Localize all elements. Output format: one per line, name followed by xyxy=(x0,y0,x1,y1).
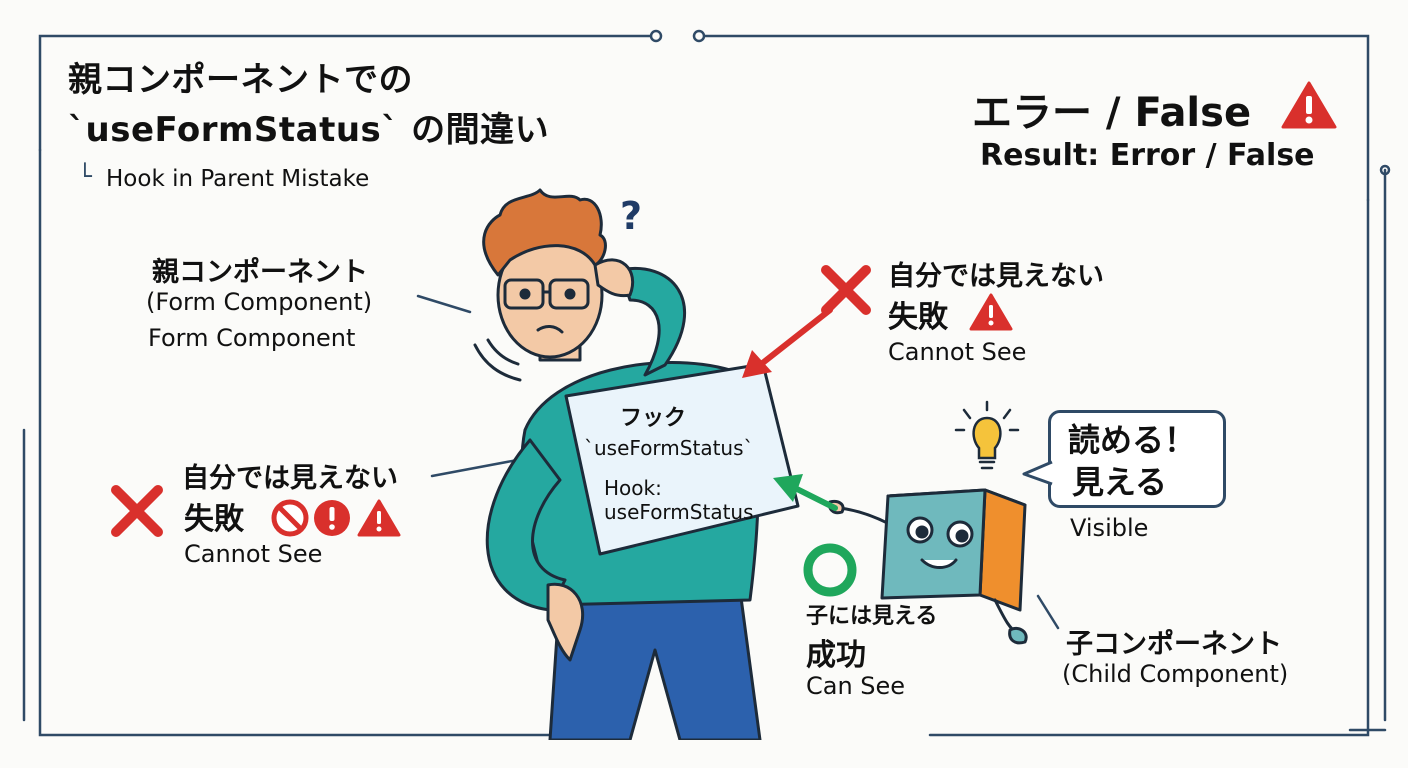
cross-icon xyxy=(111,485,163,537)
parent-label-en-2: Form Component xyxy=(148,324,356,352)
no-entry-icon xyxy=(271,499,309,537)
cross-icon xyxy=(821,265,871,315)
fail-top-line-2: 失敗 xyxy=(888,300,948,335)
fail-top-line-1: 自分では見えない xyxy=(888,261,1104,292)
red-arrow xyxy=(742,307,833,378)
warning-icon xyxy=(1281,81,1337,129)
paper-line-3: Hook: xyxy=(604,476,662,500)
bubble-line-1: 読める！ xyxy=(1068,421,1197,459)
subtitle-prefix: └ xyxy=(78,164,92,190)
fail-top-en: Cannot See xyxy=(888,338,1027,366)
hook-paper xyxy=(564,362,800,556)
warning-icon xyxy=(969,293,1013,331)
lightbulb-icon xyxy=(954,400,1020,470)
question-icon: ? xyxy=(620,194,643,238)
child-label-en: (Child Component) xyxy=(1062,660,1289,688)
title-line-1: 親コンポーネントでの xyxy=(68,60,413,100)
success-en: Can See xyxy=(806,672,906,700)
paper-line-1: フック xyxy=(620,406,687,431)
paper-line-4: useFormStatus xyxy=(604,500,754,524)
exclamation-icon xyxy=(314,500,350,536)
circle-check-icon xyxy=(803,543,857,597)
child-label-jp: 子コンポーネント xyxy=(1066,629,1282,660)
subtitle: Hook in Parent Mistake xyxy=(106,166,370,192)
result-jp: エラー / False xyxy=(972,90,1252,136)
speech-bubble-tail xyxy=(1022,460,1053,486)
fail-left-line-2: 失敗 xyxy=(184,502,244,537)
paper-line-2: `useFormStatus` xyxy=(584,436,754,460)
fail-left-line-1: 自分では見えない xyxy=(182,463,398,494)
bubble-en: Visible xyxy=(1070,514,1149,542)
fail-left-en: Cannot See xyxy=(184,540,323,568)
bubble-line-2: 見える xyxy=(1072,463,1168,501)
result-en: Result: Error / False xyxy=(980,138,1315,173)
warning-icon xyxy=(357,499,401,537)
title-line-2: `useFormStatus` の間違い xyxy=(68,110,550,150)
success-line-1: 子には見える xyxy=(806,604,938,629)
parent-label-jp: 親コンポーネント xyxy=(152,257,368,288)
speech-bubble xyxy=(1048,410,1226,508)
success-line-2: 成功 xyxy=(806,638,866,673)
green-arrow xyxy=(773,474,838,511)
parent-label-en-1: (Form Component) xyxy=(146,288,373,316)
